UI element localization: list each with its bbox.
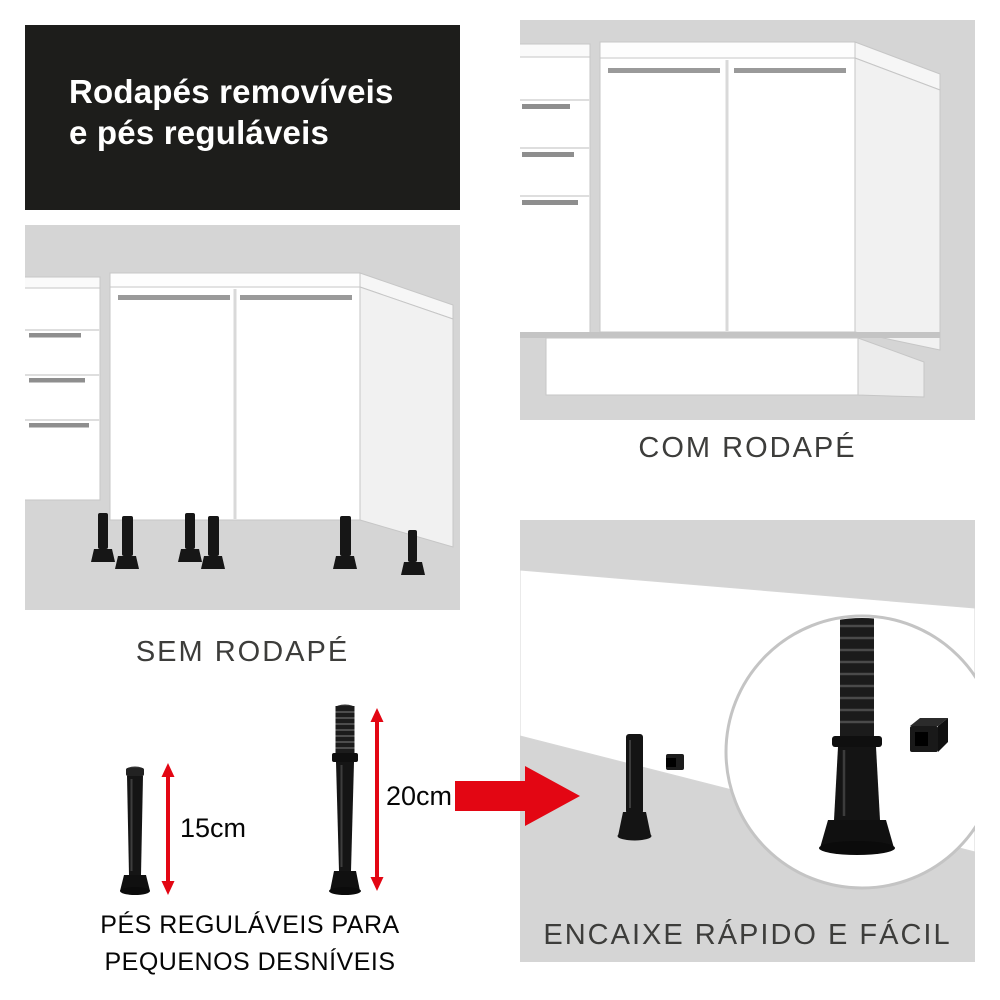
title-line-1: Rodapés removíveis bbox=[69, 73, 394, 110]
panel-com-rodape bbox=[520, 20, 975, 420]
adjustable-feet-illustration bbox=[120, 704, 384, 895]
label-sem-rodape: SEM RODAPÉ bbox=[135, 636, 350, 668]
label-com-rodape: COM RODAPÉ bbox=[638, 432, 857, 464]
leg-mounting-closeup-illustration bbox=[520, 569, 975, 890]
panel-sem-rodape bbox=[25, 225, 460, 610]
measurement-15cm: 15cm bbox=[180, 813, 247, 843]
title-banner: Rodapés removíveis e pés reguláveis bbox=[25, 25, 460, 210]
feet-caption: PÉS REGULÁVEIS PARA PEQUENOS DESNÍVEIS bbox=[40, 907, 460, 981]
vertical-measure-arrow-icon bbox=[370, 708, 384, 891]
adjustable-feet-figure: 15cm 20cm PÉS REGULÁVEIS PARA PEQUENOS D… bbox=[40, 695, 460, 995]
title-line-2: e pés reguláveis bbox=[69, 114, 330, 151]
cabinet-with-plinth-illustration bbox=[520, 41, 941, 398]
feet-caption-line-2: PEQUENOS DESNÍVEIS bbox=[104, 948, 396, 976]
right-arrow-icon bbox=[455, 766, 580, 826]
panel-encaixe: ENCAIXE RÁPIDO E FÁCIL bbox=[520, 520, 975, 962]
feet-caption-line-1: PÉS REGULÁVEIS PARA bbox=[100, 911, 400, 939]
label-encaixe: ENCAIXE RÁPIDO E FÁCIL bbox=[543, 919, 952, 951]
cabinet-with-legs-illustration bbox=[25, 272, 454, 575]
vertical-measure-arrow-icon bbox=[161, 763, 175, 895]
measurement-20cm: 20cm bbox=[386, 781, 453, 811]
